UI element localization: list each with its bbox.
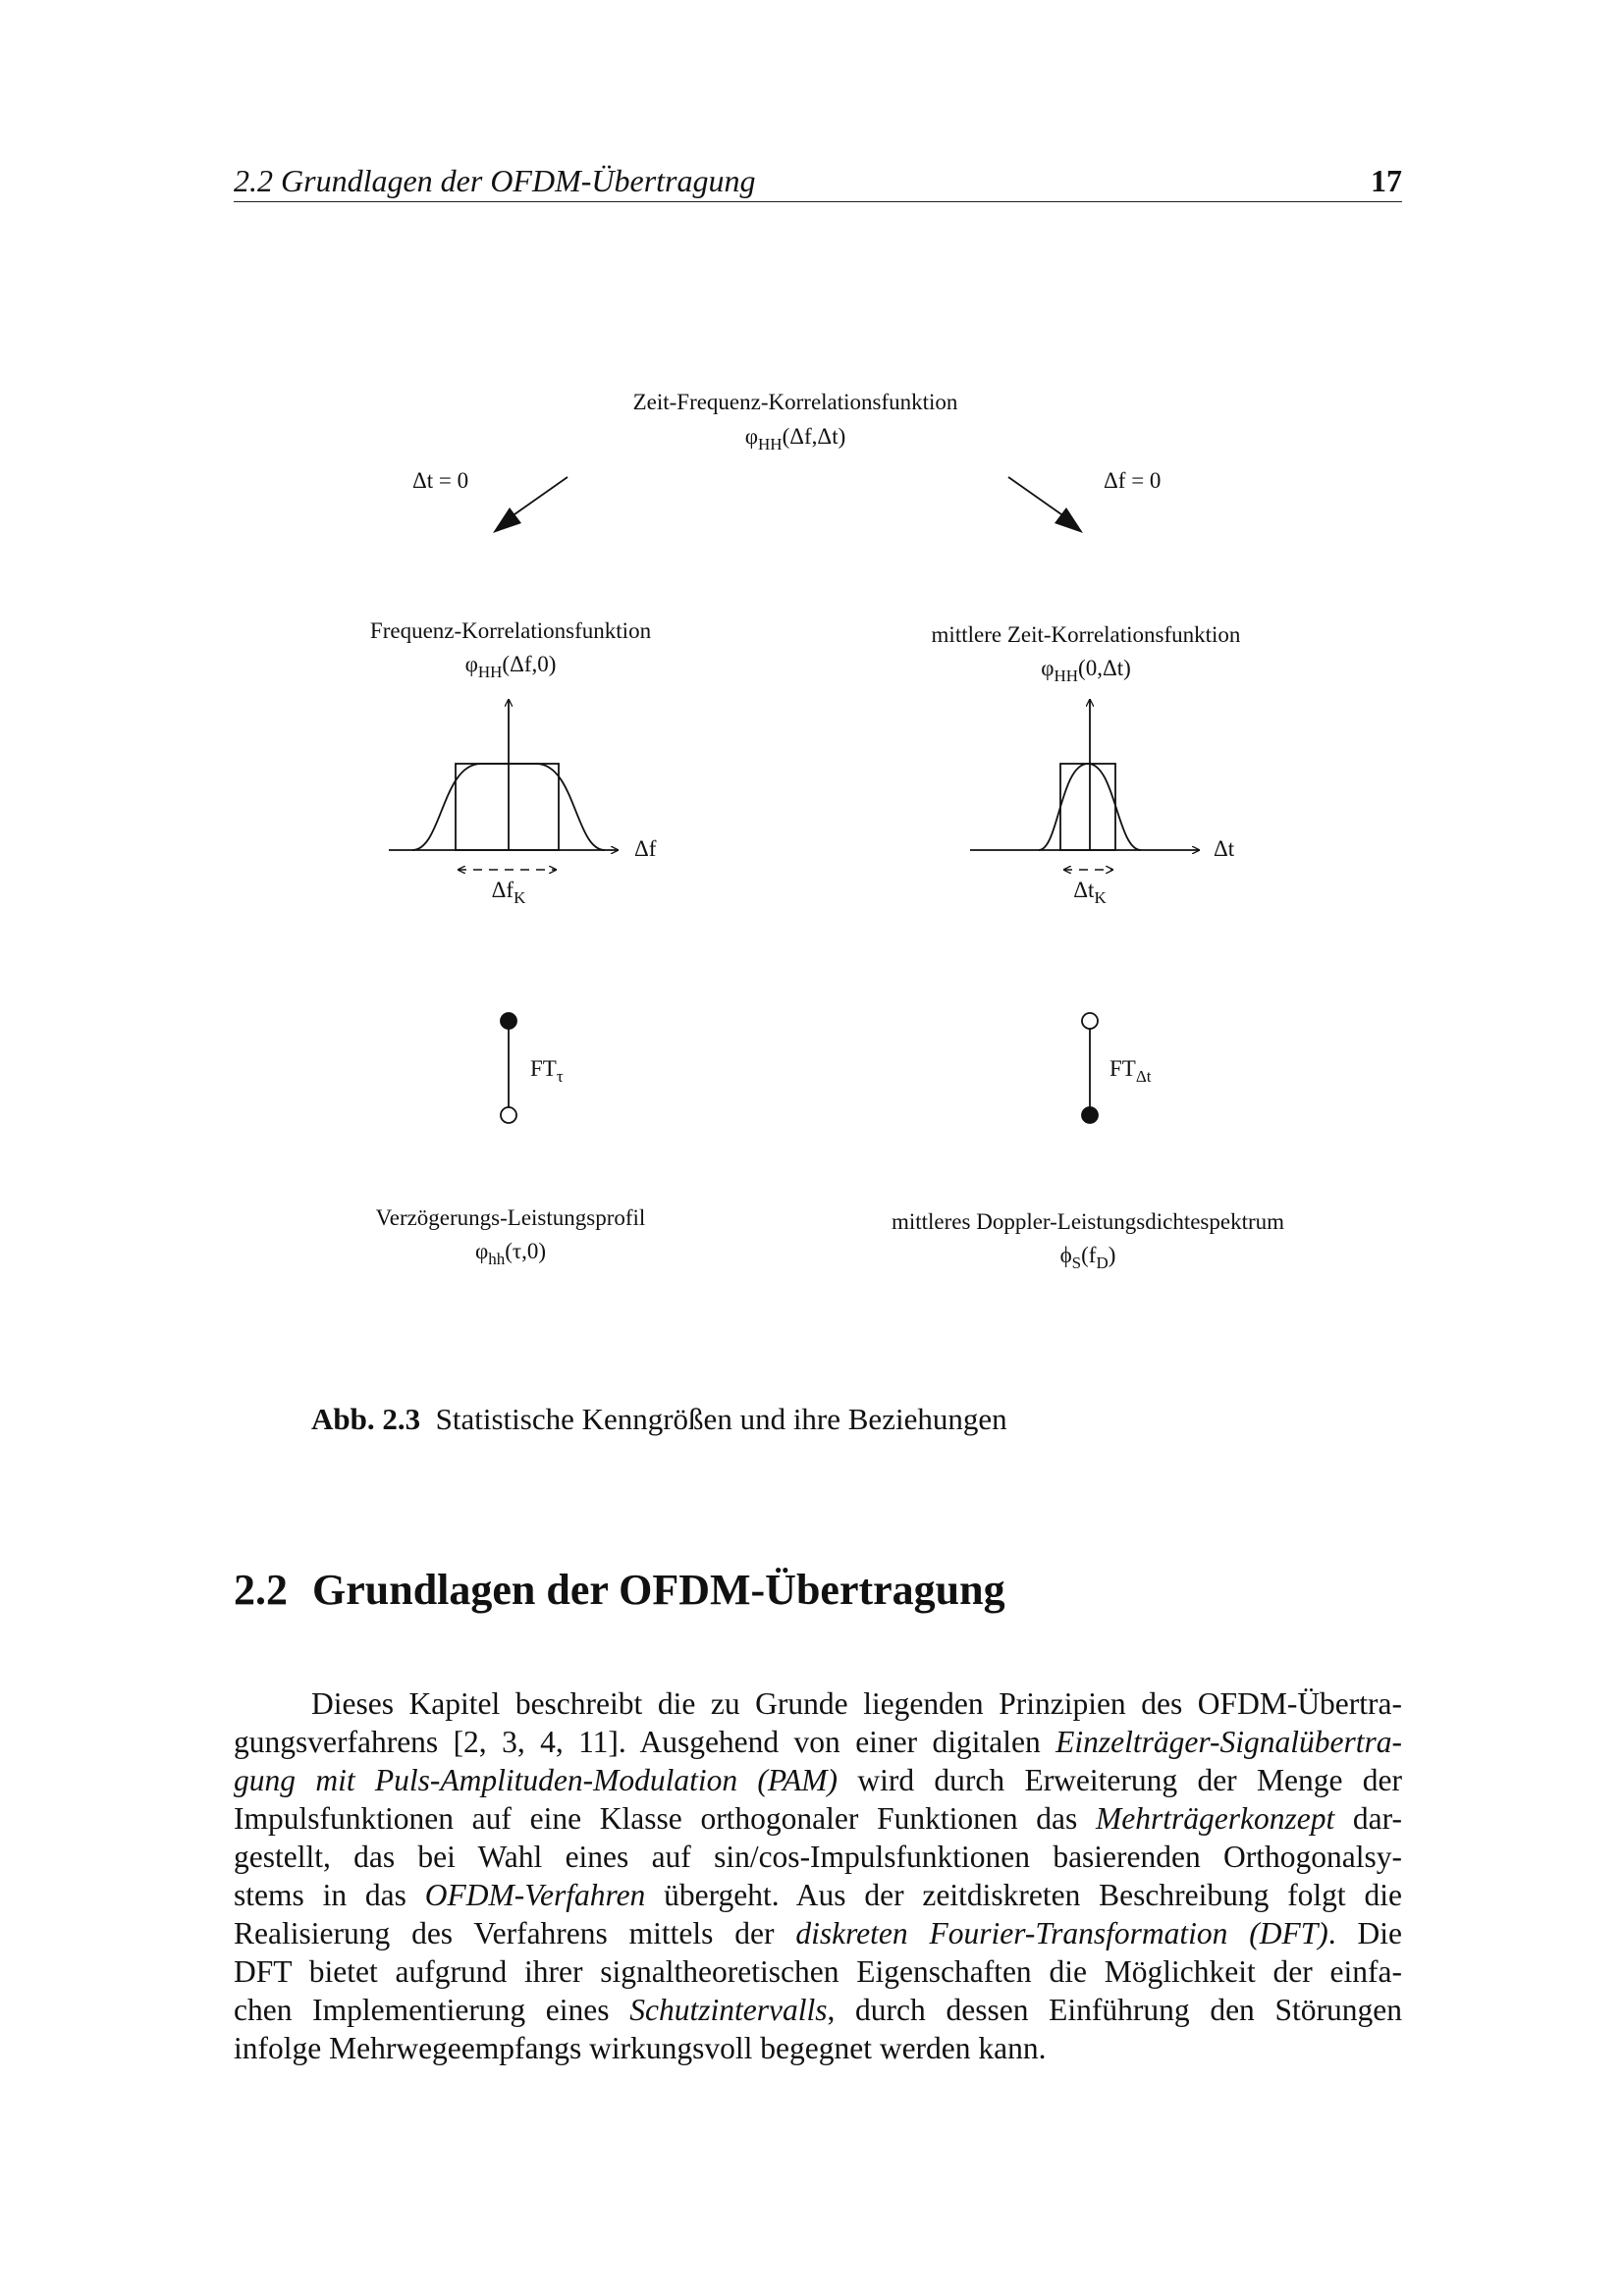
coherence-time-label: ΔtK [1073, 878, 1107, 907]
paragraph-line: DFT bietet aufgrund ihrer signaltheoreti… [234, 1954, 1402, 1989]
page-number: 17 [1371, 163, 1402, 198]
frequency-correlation-plot [389, 699, 619, 870]
section-number: 2.2 [234, 1566, 288, 1614]
figure-caption-text: Statistische Kenngrößen und ihre Beziehu… [435, 1402, 1007, 1436]
paragraph-line: Dieses Kapitel beschreibt die zu Grunde … [311, 1686, 1402, 1721]
doppler-spectrum-formula: ϕS(fD) [1060, 1243, 1116, 1272]
header-rule [234, 201, 1402, 202]
paragraph-line: stems in das OFDM-Verfahren übergeht. Au… [234, 1878, 1403, 1912]
paragraph-line: Impulsfunktionen auf eine Klasse orthogo… [234, 1801, 1402, 1836]
fourier-correspondence-right [1081, 1012, 1099, 1124]
top-function-formula: φHH(Δf,Δt) [745, 424, 846, 454]
arrow-to-frequency-correlation [493, 476, 568, 533]
body-paragraph: Dieses Kapitel beschreibt die zu Grunde … [234, 1684, 1402, 2067]
section-heading: 2.2 Grundlagen der OFDM-Übertragung [234, 1565, 1005, 1615]
paragraph-line: gestellt, das bei Wahl eines auf sin/cos… [234, 1840, 1402, 1874]
top-function-title: Zeit-Frequenz-Korrelationsfunktion [633, 390, 958, 414]
section-title: Grundlagen der OFDM-Übertragung [312, 1566, 1005, 1614]
figure-diagram: Zeit-Frequenz-Korrelationsfunktion φHH(Δ… [370, 390, 1284, 1272]
fourier-transform-delta-t-label: FTΔt [1109, 1056, 1152, 1086]
doppler-spectrum-title: mittleres Doppler-Leistungsdichtespektru… [892, 1209, 1284, 1234]
frequency-correlation-formula: φHH(Δf,0) [465, 652, 557, 681]
frequency-correlation-title: Frequenz-Korrelationsfunktion [370, 618, 652, 643]
paragraph-line: gung mit Puls-Amplituden-Modulation (PAM… [234, 1763, 1402, 1797]
arrow-left-label: Δt = 0 [412, 468, 468, 493]
paragraph-line: gungsverfahrens [2, 3, 4, 11]. Ausgehend… [234, 1725, 1402, 1759]
delay-power-profile-formula: φhh(τ,0) [475, 1239, 546, 1268]
running-header-section: 2.2 Grundlagen der OFDM-Übertragung [234, 163, 756, 198]
arrow-to-time-correlation [1007, 476, 1083, 533]
figure-caption: Abb. 2.3 Statistische Kenngrößen und ihr… [311, 1402, 1007, 1437]
paragraph-line: infolge Mehrwegeempfangs wirkungsvoll be… [234, 2031, 1047, 2065]
coherence-bandwidth-label: ΔfK [492, 878, 526, 907]
time-correlation-title: mittlere Zeit-Korrelationsfunktion [932, 622, 1241, 647]
time-axis-label: Δt [1214, 836, 1235, 861]
figure-caption-label: Abb. 2.3 [311, 1402, 421, 1436]
fourier-correspondence-left [500, 1012, 517, 1124]
arrow-right-label: Δf = 0 [1104, 468, 1161, 493]
fourier-transform-tau-label: FTτ [530, 1056, 564, 1086]
time-correlation-plot [970, 699, 1200, 870]
time-correlation-formula: φHH(0,Δt) [1041, 656, 1131, 685]
paragraph-line: Realisierung des Verfahrens mittels der … [234, 1916, 1402, 1950]
delay-power-profile-title: Verzögerungs-Leistungsprofil [376, 1205, 646, 1230]
frequency-axis-label: Δf [634, 836, 657, 861]
paragraph-line: chen Implementierung eines Schutzinterva… [234, 1993, 1402, 2027]
